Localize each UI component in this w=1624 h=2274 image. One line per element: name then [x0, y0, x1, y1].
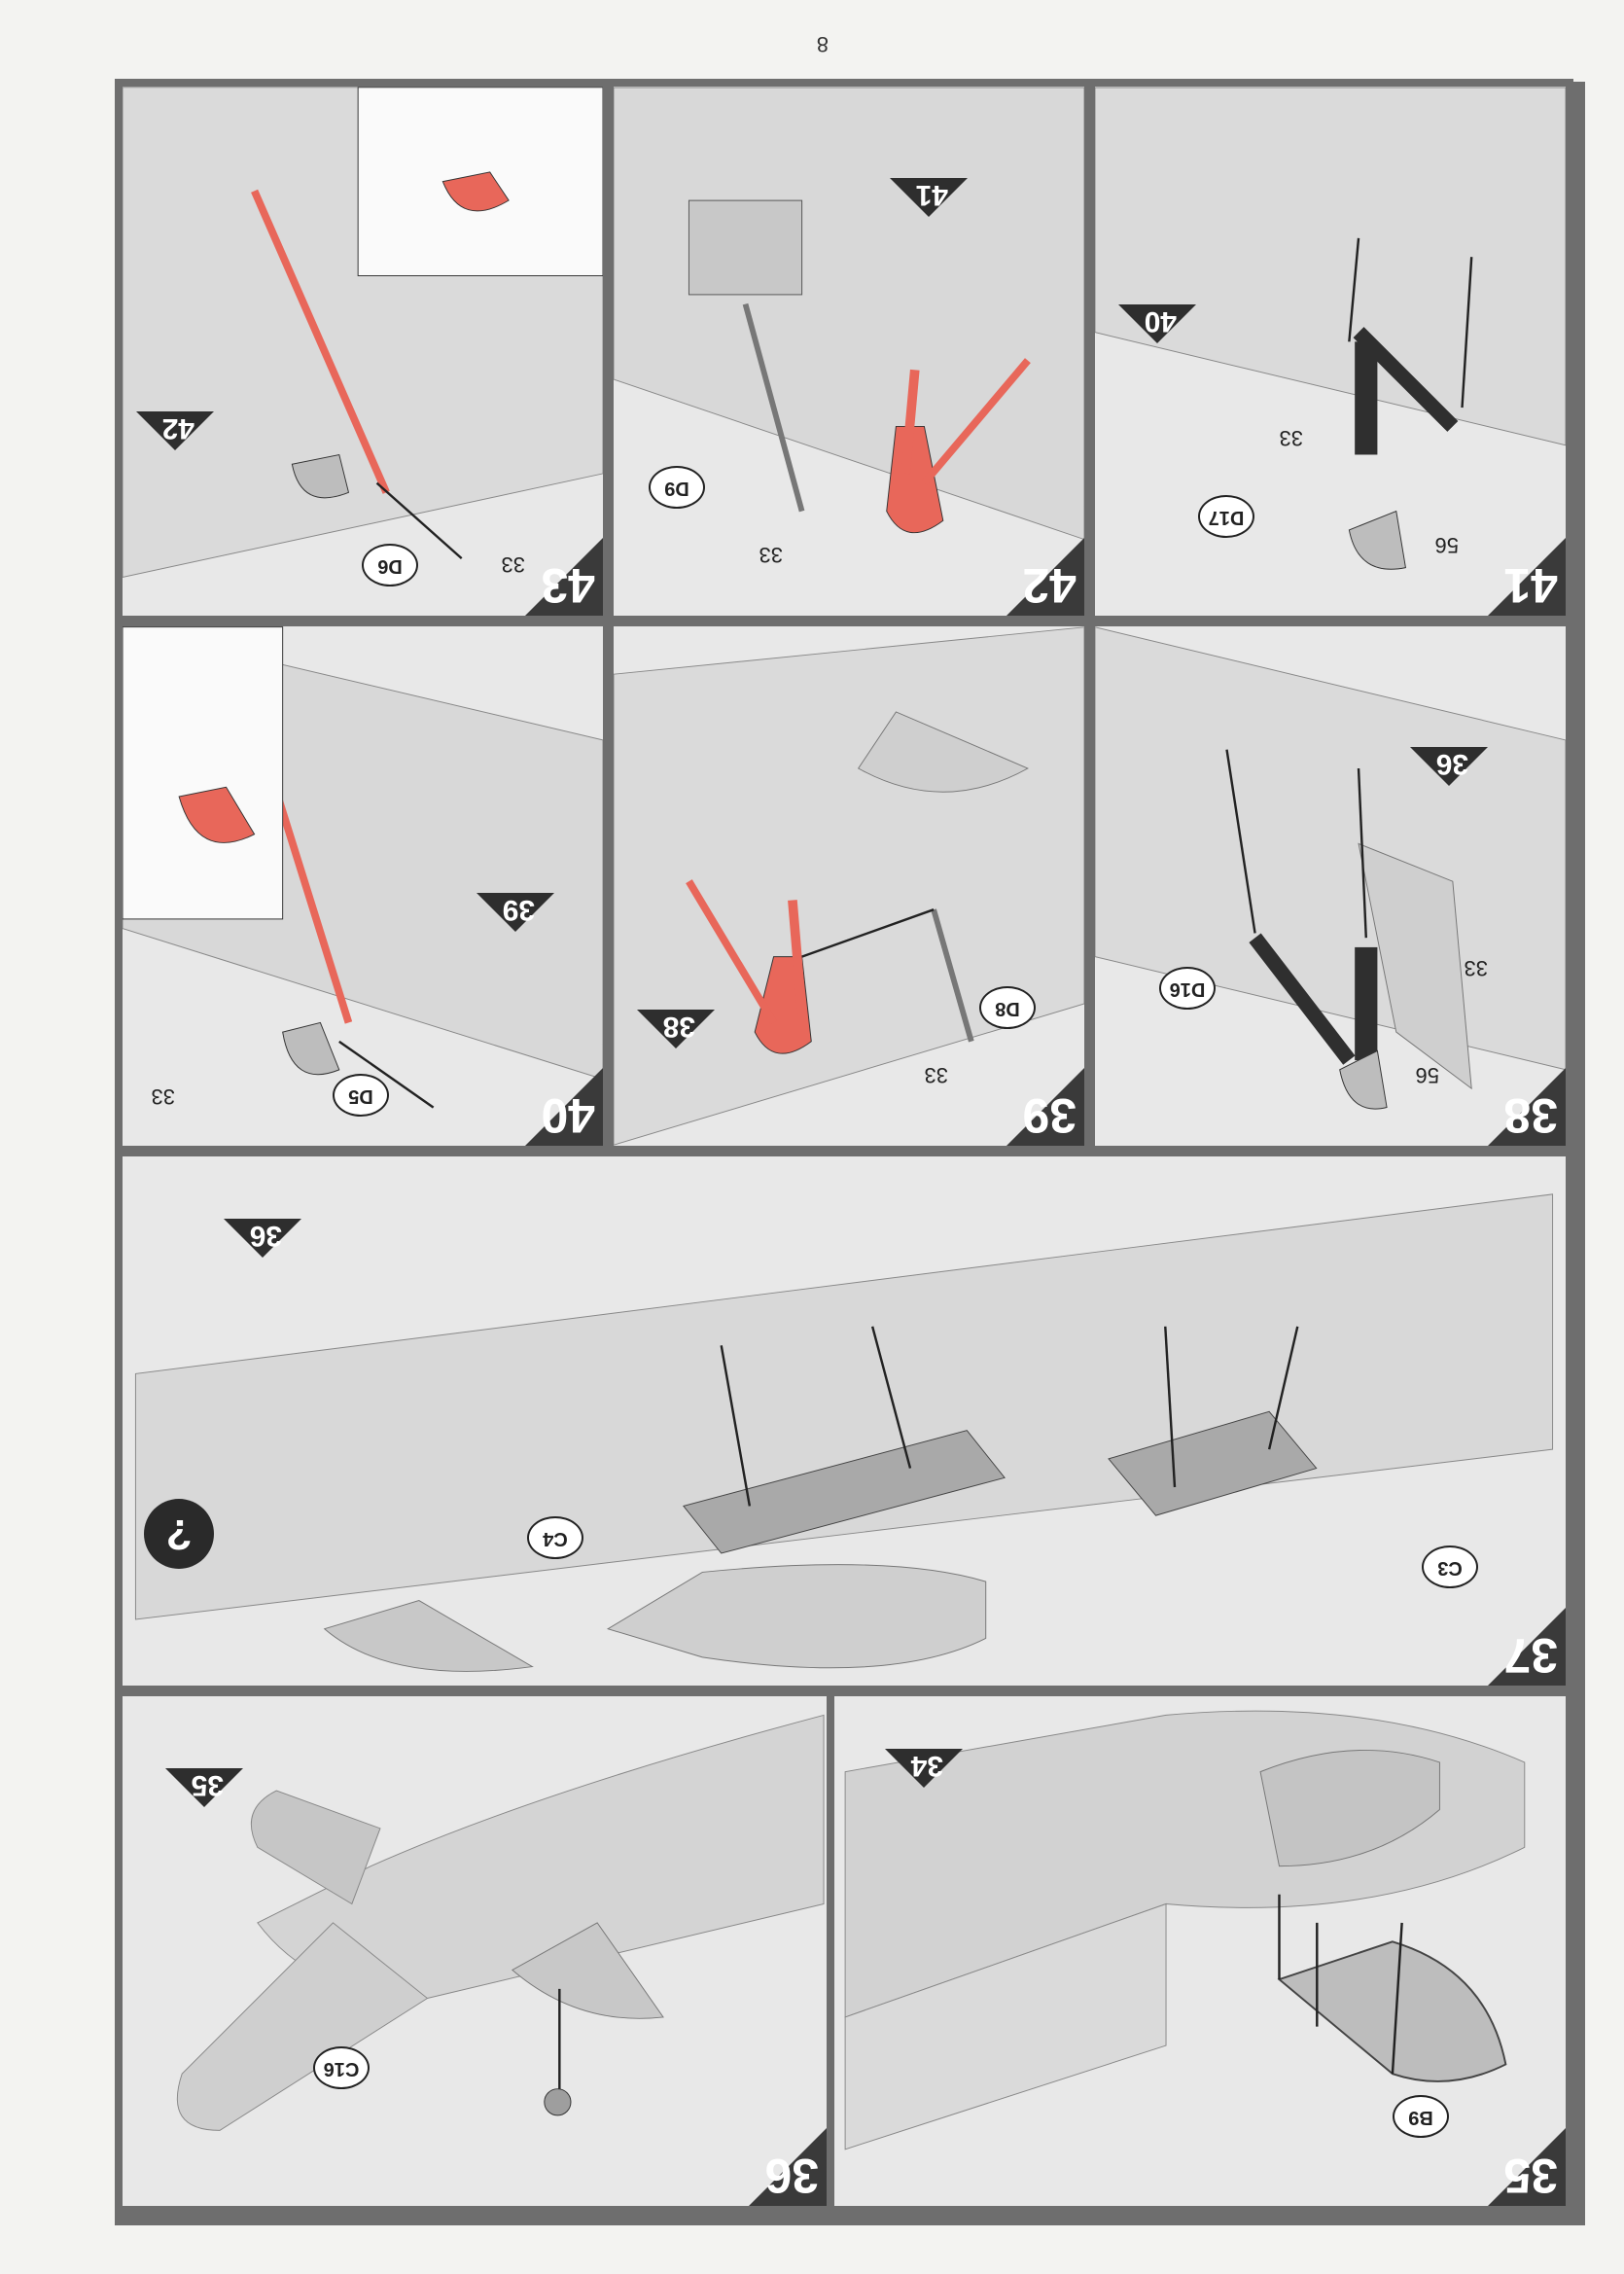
step-35-panel: 35 34 B9: [825, 1688, 1573, 2214]
step-43-drawing: [123, 87, 603, 579]
step-36-panel: 36 35 C16: [115, 1688, 834, 2214]
part-label-b9: B9: [1393, 2095, 1449, 2138]
part-label-c16: C16: [313, 2046, 370, 2089]
part-label-d9: D9: [649, 466, 705, 509]
paint-ref-33: 33: [151, 1084, 175, 1109]
step-39-panel: 39 38 D8 33: [606, 619, 1092, 1154]
step-37-number: 37: [1503, 1628, 1558, 1683]
step-35-drawing: [844, 1710, 1526, 2150]
part-label-d17: D17: [1198, 495, 1254, 538]
paint-ref-33: 33: [924, 1063, 948, 1087]
part-label-d8: D8: [979, 986, 1036, 1029]
step-37-panel: 37 36 C3 C4 ?: [115, 1149, 1573, 1693]
step-42-number: 42: [1022, 558, 1077, 613]
paint-ref-33: 33: [1464, 956, 1488, 980]
step-38-number: 38: [1503, 1088, 1558, 1143]
step-43-panel: 43 42 D6 33: [115, 79, 611, 623]
step-40-ref-number: 39: [502, 894, 535, 926]
part-label-d6: D6: [362, 544, 418, 586]
step-36-drawing: [176, 1714, 825, 2131]
step-41-panel: 41 40 D17 33 56: [1087, 79, 1573, 623]
step-35-ref-number: 34: [910, 1750, 943, 1782]
step-35-number: 35: [1503, 2149, 1558, 2203]
step-38-ref-number: 36: [1435, 748, 1468, 780]
step-39-ref-number: 38: [662, 1011, 695, 1043]
step-37-drawing: [134, 1193, 1554, 1672]
step-43-ref-number: 42: [161, 412, 194, 444]
step-40-drawing: [123, 626, 603, 1109]
step-40-number: 40: [541, 1088, 595, 1143]
step-39-number: 39: [1022, 1088, 1077, 1143]
step-42-drawing: [614, 87, 1084, 541]
part-label-d16: D16: [1159, 967, 1216, 1010]
step-37-ref-number: 36: [249, 1220, 282, 1252]
page-number: 8: [816, 32, 829, 56]
question-hand-icon: ?: [144, 1499, 214, 1569]
step-41-ref-number: 40: [1144, 305, 1177, 338]
step-41-number: 41: [1503, 558, 1558, 613]
step-38-panel: 38 36 D16 33 56: [1087, 619, 1573, 1154]
step-42-ref-number: 41: [915, 179, 948, 211]
part-label-c4: C4: [527, 1516, 583, 1559]
steps-frame: 35 34 B9 36 35 C16: [115, 79, 1585, 2225]
step-36-ref-number: 35: [191, 1769, 224, 1801]
step-38-drawing: [1095, 626, 1566, 1110]
part-label-c3: C3: [1422, 1546, 1478, 1588]
step-42-panel: 42 41 D9 33: [606, 79, 1092, 623]
step-36-number: 36: [764, 2149, 819, 2203]
step-40-panel: 40 39 D5 33: [115, 619, 611, 1154]
paint-ref-56: 56: [1434, 533, 1459, 557]
step-41-drawing: [1095, 87, 1566, 570]
paint-ref-33: 33: [1279, 426, 1303, 450]
step-39-drawing: [614, 626, 1084, 1146]
step-43-number: 43: [541, 558, 595, 613]
part-label-d5: D5: [333, 1074, 389, 1117]
paint-ref-33: 33: [759, 543, 783, 567]
paint-ref-33: 33: [501, 552, 525, 577]
paint-ref-56: 56: [1415, 1063, 1439, 1087]
